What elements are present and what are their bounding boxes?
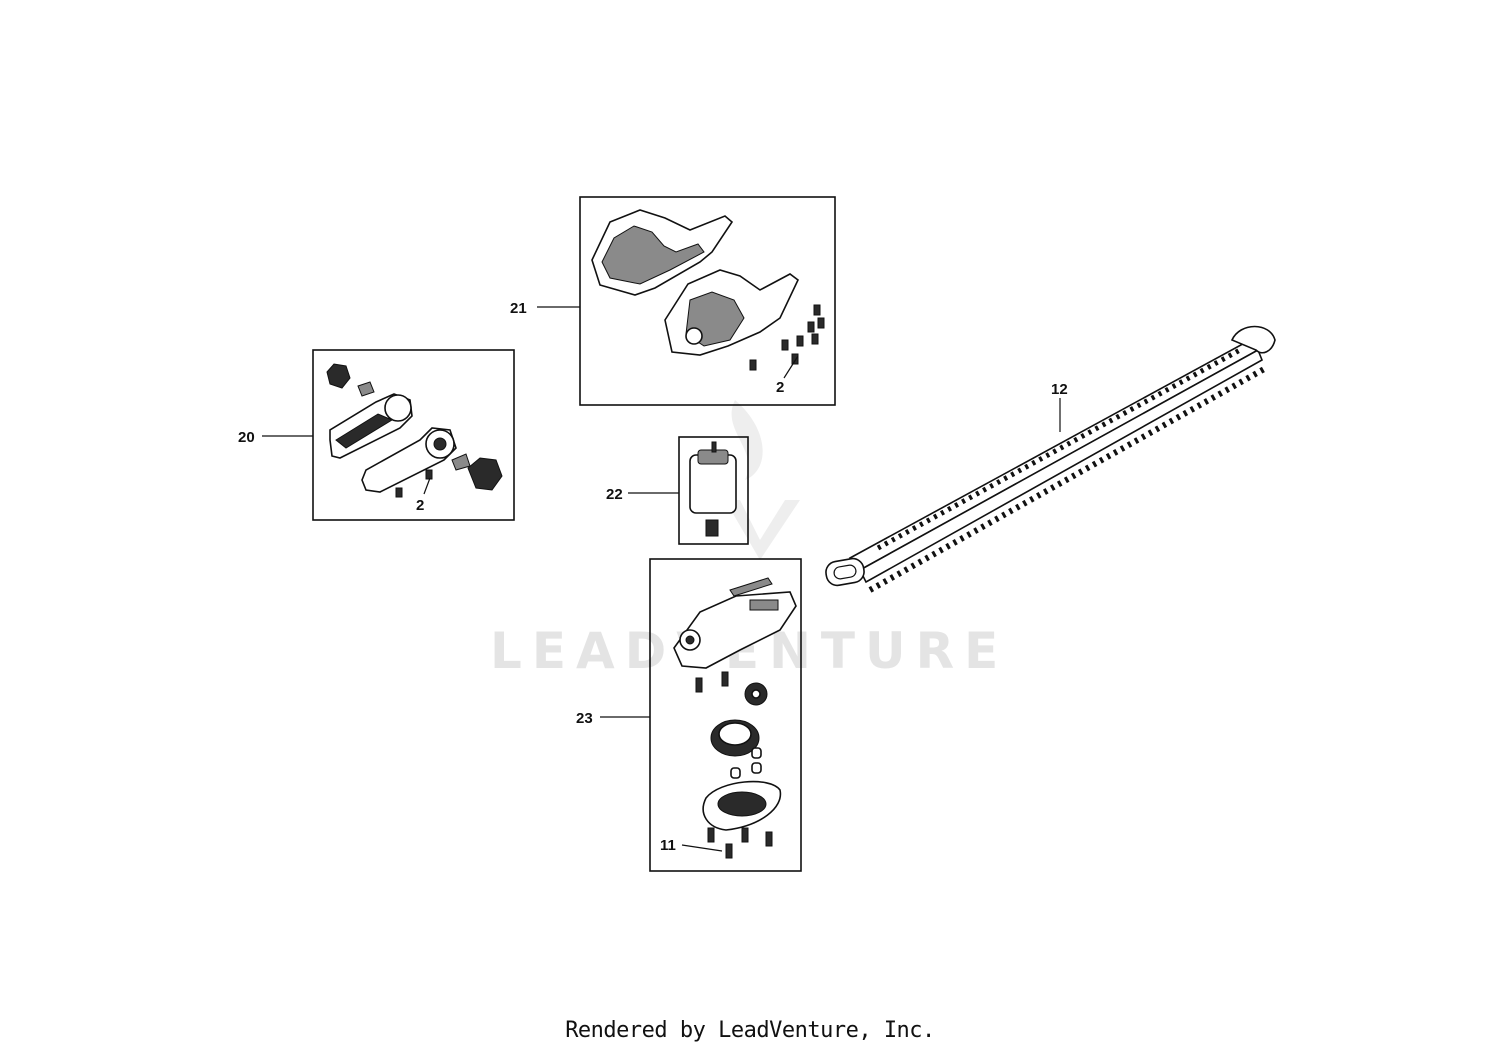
part-box-23 — [649, 558, 802, 872]
callout-21: 21 — [510, 300, 527, 317]
part-12-blade[interactable]: 12 — [824, 325, 1276, 593]
callout-11: 11 — [660, 837, 676, 854]
part-group-20[interactable]: 20 2 — [238, 349, 515, 521]
part-box-20 — [312, 349, 515, 521]
callout-20: 20 — [238, 429, 255, 446]
part-box-22 — [678, 436, 749, 545]
part-group-22[interactable]: 22 — [606, 436, 749, 545]
screws-21 — [749, 304, 825, 371]
housing-half-left — [591, 209, 734, 296]
footer-credit: Rendered by LeadVenture, Inc. — [565, 1018, 935, 1043]
callout-22: 22 — [606, 486, 623, 503]
handle-parts — [326, 363, 503, 498]
part-group-23[interactable]: 23 11 — [576, 558, 802, 872]
callout-2-top: 2 — [776, 379, 784, 396]
part-group-21[interactable]: 21 2 — [510, 196, 836, 406]
callout-23: 23 — [576, 710, 593, 727]
callout-12: 12 — [1051, 381, 1068, 398]
blade-assembly — [825, 325, 1276, 593]
gearbox-parts — [673, 577, 797, 859]
housing-half-right — [664, 269, 800, 356]
motor — [689, 441, 737, 537]
part-box-21 — [579, 196, 836, 406]
watermark: LEADVENTURE — [490, 400, 998, 680]
callout-2-left: 2 — [416, 497, 424, 514]
